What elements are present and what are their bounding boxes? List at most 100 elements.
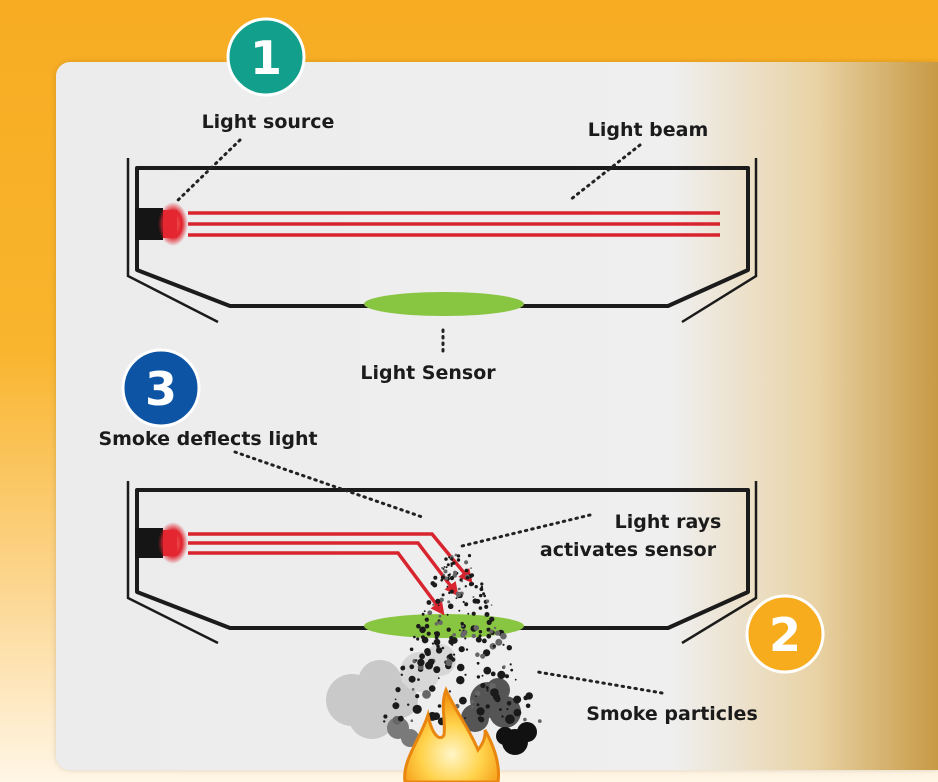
smoke-particle <box>475 636 482 643</box>
top-chamber-outline <box>135 166 750 308</box>
smoke-cloud-light-left <box>326 660 418 739</box>
smoke-particle <box>523 717 527 722</box>
smoke-particle <box>449 636 454 641</box>
top-leader-lines <box>173 138 642 358</box>
smoke-particle <box>469 573 475 578</box>
smoke-particle <box>486 619 492 626</box>
smoke-particle <box>424 617 429 622</box>
smoke-particle <box>438 614 442 618</box>
smoke-particle <box>464 717 467 720</box>
smoke-particle <box>499 708 502 711</box>
smoke-particle <box>440 578 444 582</box>
smoke-particle <box>467 554 472 558</box>
smoke-particle <box>437 704 442 708</box>
smoke-particle <box>445 659 453 667</box>
leader-light-source <box>173 138 242 205</box>
smoke-particle <box>505 674 509 679</box>
smoke-particle <box>455 591 462 597</box>
bottom-chamber-left-shell <box>126 481 219 645</box>
leader-smoke-deflects <box>233 450 427 520</box>
smoke-particle <box>416 637 420 641</box>
smoke-particle <box>480 653 486 659</box>
smoke-particle <box>446 627 451 632</box>
smoke-particle <box>461 580 464 583</box>
smoke-particle <box>480 582 484 586</box>
smoke-particle <box>484 612 490 617</box>
smoke-particle <box>478 716 485 723</box>
smoke-particle <box>460 621 464 626</box>
smoke-particle <box>421 627 424 630</box>
smoke-particle <box>470 699 475 704</box>
smoke-particle <box>409 664 415 670</box>
smoke-particle <box>448 638 455 645</box>
smoke-particle <box>435 647 443 654</box>
smoke-particle <box>476 661 480 665</box>
smoke-particle <box>409 647 414 652</box>
smoke-particle <box>490 604 493 606</box>
smoke-particle <box>436 644 440 649</box>
smoke-particle <box>434 631 437 635</box>
smoke-particle <box>397 715 404 722</box>
leader-light-beam <box>568 143 642 202</box>
smoke-particle <box>474 585 478 589</box>
smoke-particle <box>420 635 426 640</box>
smoke-particle <box>514 678 517 681</box>
smoke-particle <box>500 632 507 640</box>
bottom-leader-lines <box>233 450 664 695</box>
smoke-particle <box>431 642 434 645</box>
smoke-particle <box>464 560 469 565</box>
step-1-number: 1 <box>250 31 282 85</box>
smoke-particle <box>423 610 426 613</box>
smoke-particle <box>440 575 445 580</box>
smoke-particle <box>483 666 492 675</box>
fire-flame-icon <box>403 686 500 782</box>
smoke-particle <box>485 599 490 603</box>
smoke-particle <box>456 558 461 562</box>
smoke-particle <box>490 688 499 697</box>
bottom-chamber-outline <box>135 488 750 630</box>
smoke-particle <box>471 633 476 639</box>
smoke-particle <box>502 643 505 646</box>
label-light-sensor: Light Sensor <box>360 362 496 384</box>
smoke-particle <box>472 596 475 598</box>
label-light-source: Light source <box>202 111 335 133</box>
smoke-particle <box>450 557 453 560</box>
smoke-particle <box>427 610 433 616</box>
step-3-badge: 3 <box>121 348 201 428</box>
smoke-particle <box>441 566 444 570</box>
smoke-particle <box>392 702 400 710</box>
label-light-rays: Light rays <box>615 511 722 533</box>
smoke-particle <box>437 604 440 606</box>
smoke-particles-dots <box>383 553 542 729</box>
leader-smoke-particles <box>536 670 664 695</box>
smoke-particle <box>425 661 433 670</box>
smoke-particle <box>416 623 421 629</box>
smoke-particle <box>486 633 492 639</box>
smoke-particle <box>489 682 496 690</box>
smoke-particle <box>419 626 426 634</box>
smoke-particle <box>446 657 449 660</box>
smoke-particle <box>454 553 458 557</box>
smoke-particle <box>417 678 420 681</box>
smoke-particle <box>483 649 491 657</box>
top-chamber-left-shell <box>126 158 219 324</box>
smoke-particle <box>411 688 415 691</box>
smoke-particle <box>482 638 487 644</box>
smoke-particle <box>464 568 469 573</box>
smoke-particle <box>400 673 403 676</box>
smoke-particle <box>456 663 465 672</box>
smoke-particle <box>447 603 454 610</box>
smoke-particle <box>433 638 441 646</box>
smoke-particle <box>433 666 441 674</box>
smoke-particle <box>480 682 486 689</box>
smoke-particle <box>468 582 474 587</box>
smoke-particle <box>433 575 438 580</box>
smoke-particle <box>479 593 483 598</box>
smoke-particle <box>470 567 472 569</box>
smoke-particle <box>482 592 486 596</box>
smoke-particle <box>457 587 461 591</box>
smoke-particle <box>435 598 441 604</box>
smoke-particle <box>439 597 444 603</box>
smoke-particle <box>438 620 443 625</box>
